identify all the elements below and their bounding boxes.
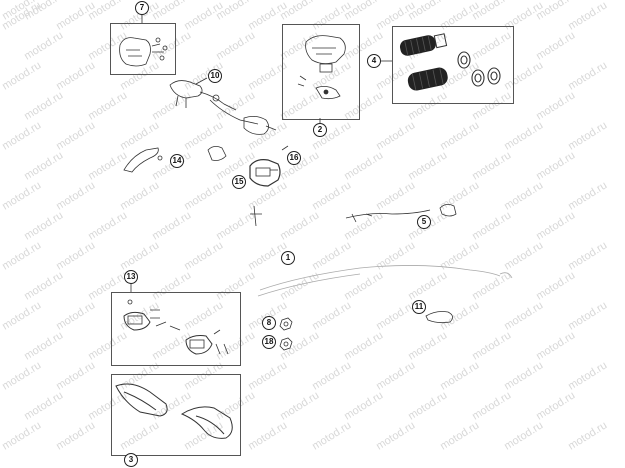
group-box-3 (111, 374, 241, 456)
callout-13: 13 (124, 270, 138, 284)
group-box-7 (110, 23, 176, 75)
part-10-switch-cluster (169, 80, 277, 135)
part-8-nut (279, 317, 293, 331)
callout-3: 3 (124, 453, 138, 467)
callout-2: 2 (313, 123, 327, 137)
group-box-4 (392, 26, 514, 104)
part-15-switch-housing (249, 145, 289, 187)
part-1-handlebar (257, 265, 513, 297)
callout-8: 8 (262, 316, 276, 330)
group-box-2 (282, 24, 360, 120)
callout-18: 18 (262, 335, 276, 349)
part-18-nut (279, 337, 293, 351)
callout-16: 16 (287, 151, 301, 165)
part-4-grips (399, 33, 501, 91)
part-14-lever (123, 146, 227, 173)
callout-10: 10 (208, 69, 222, 83)
bolt (250, 205, 262, 227)
callout-7: 7 (135, 1, 149, 15)
part-11-grip-end (425, 311, 453, 324)
leader-line (195, 77, 208, 85)
part-13-switch-parts (123, 299, 229, 355)
part-2-master-cylinder (297, 35, 346, 100)
callout-15: 15 (232, 175, 246, 189)
callout-5: 5 (417, 215, 431, 229)
part-5-throttle-cable (345, 204, 457, 223)
callout-11: 11 (412, 300, 426, 314)
callout-4: 4 (367, 54, 381, 68)
group-box-13 (111, 292, 241, 366)
part-3-hand-guards (115, 383, 233, 439)
part-7-assembly (119, 37, 168, 67)
callout-1: 1 (281, 251, 295, 265)
callout-14: 14 (170, 154, 184, 168)
